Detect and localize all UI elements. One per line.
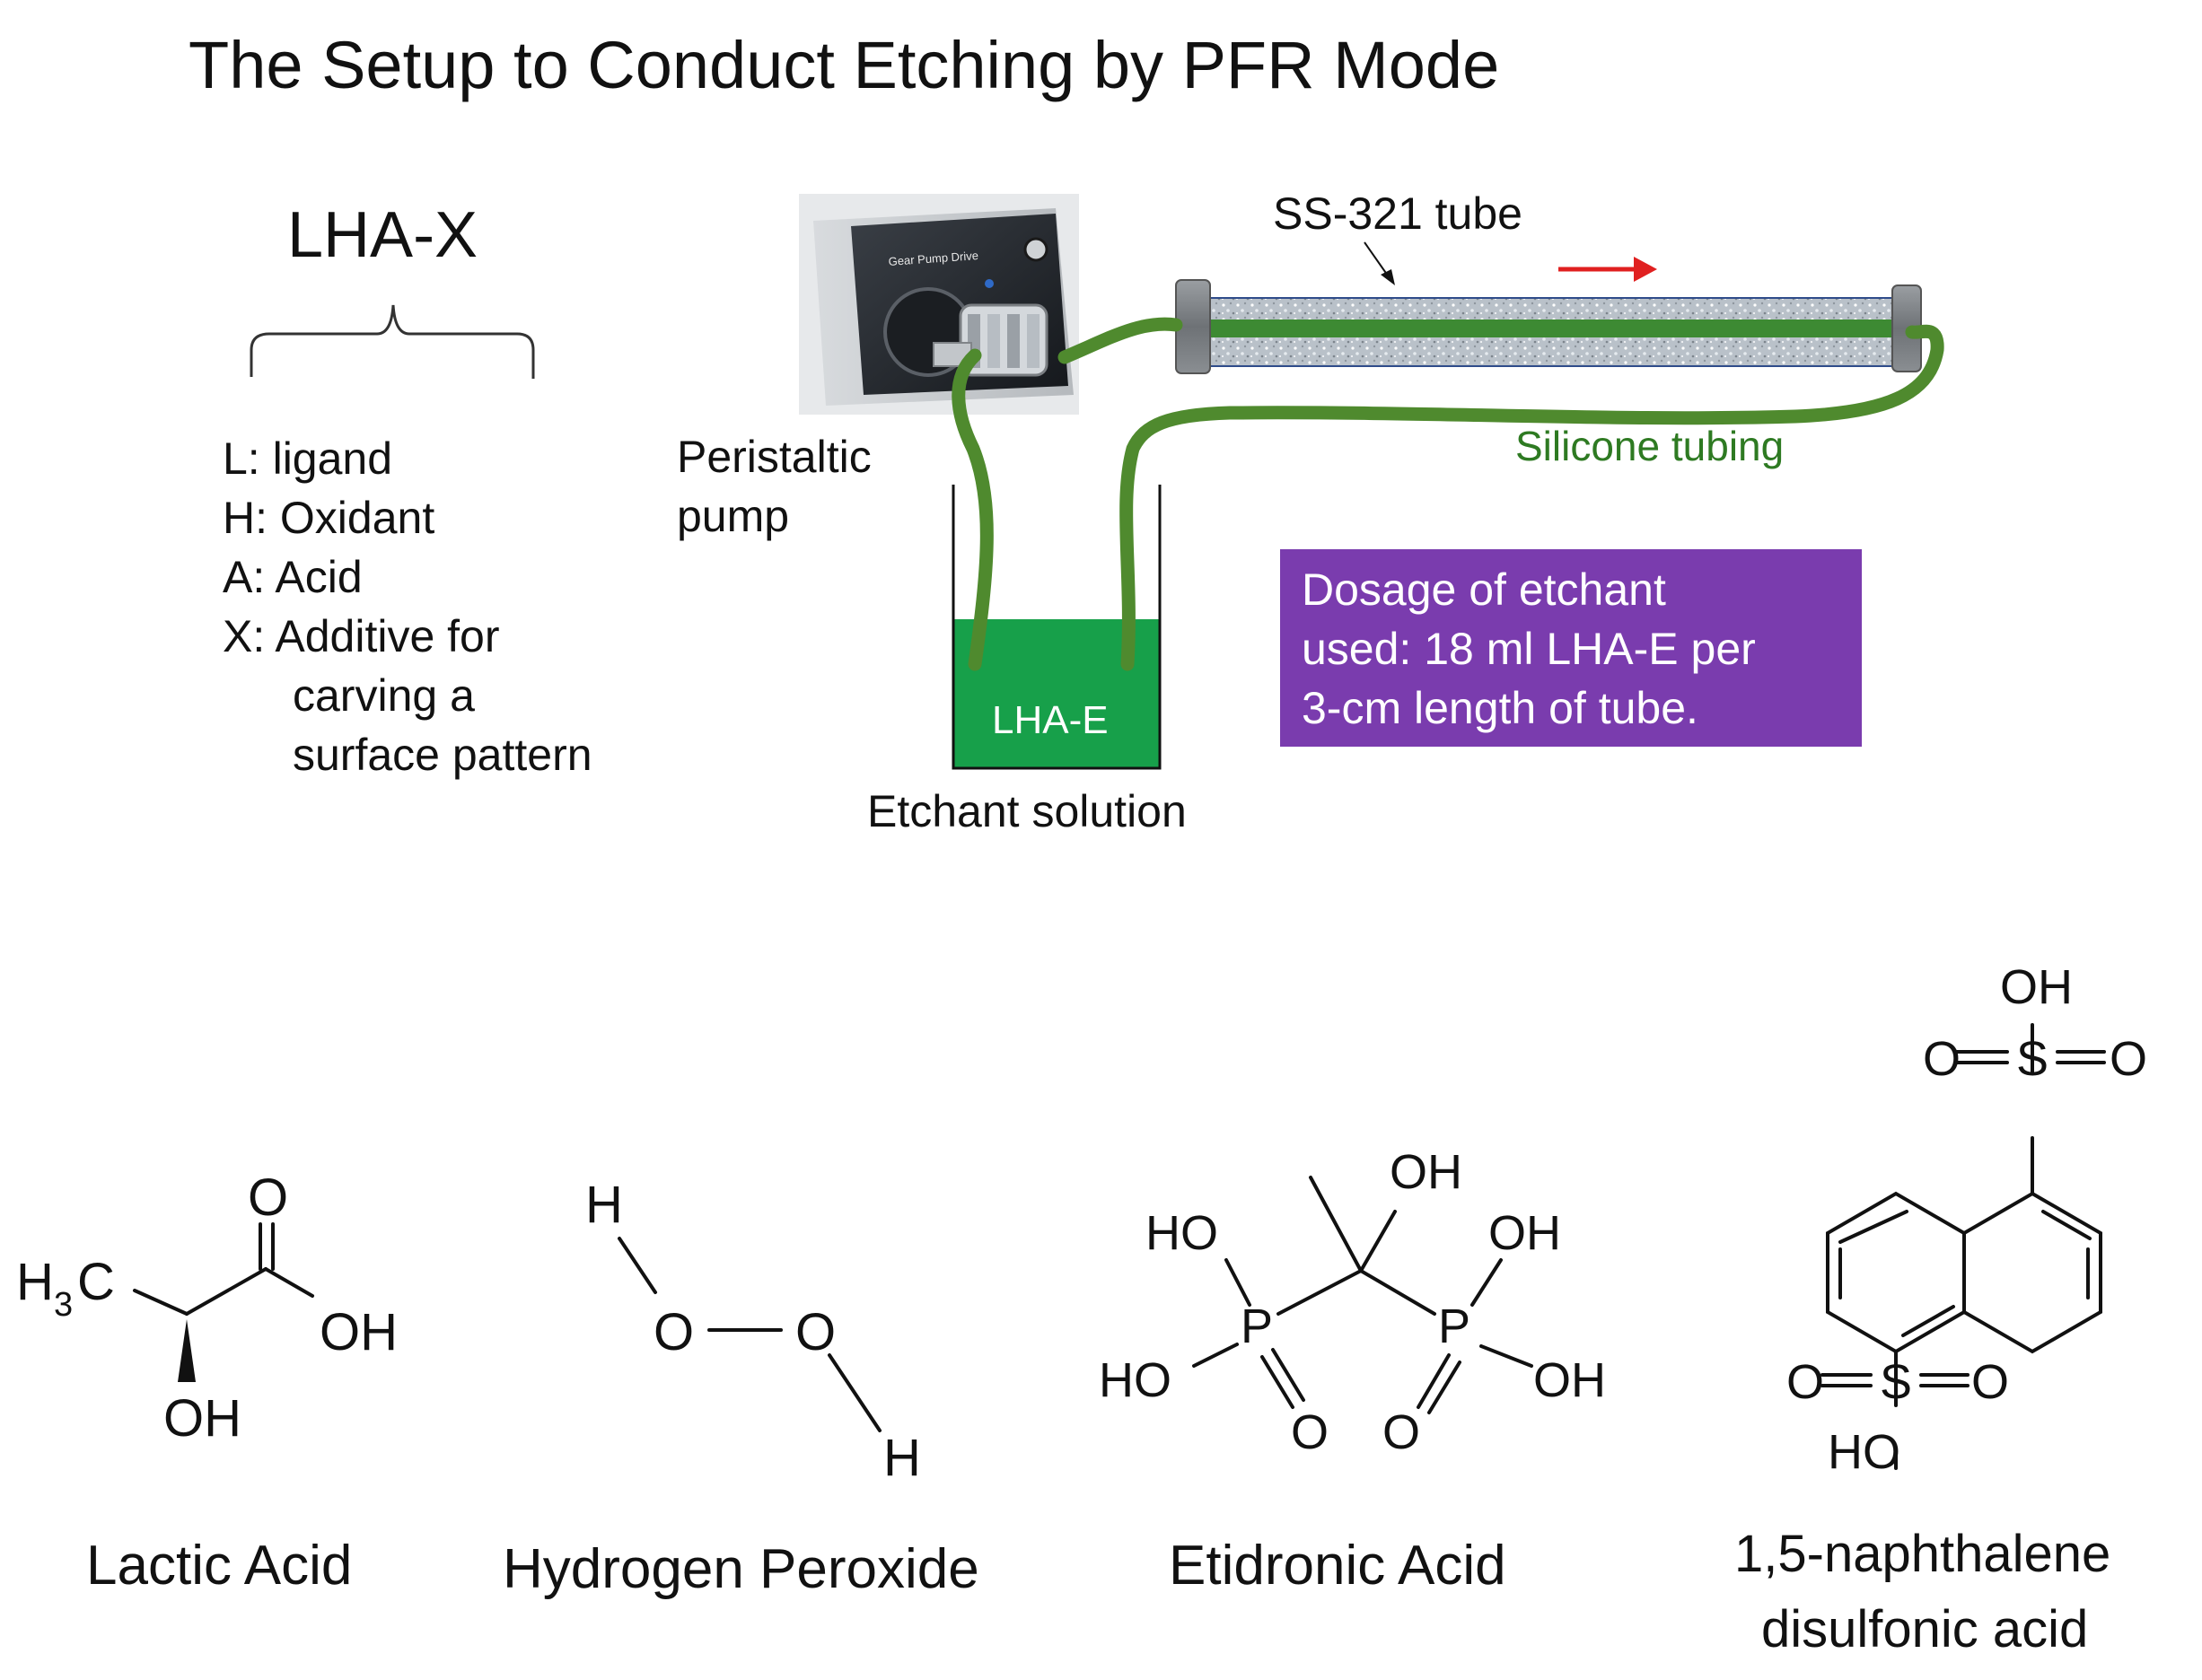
atom-label: O [1923, 1032, 1961, 1086]
formula-name: LHA-X [287, 199, 478, 271]
beaker-content-label: LHA-E [992, 698, 1109, 742]
atom-label: OH [1488, 1206, 1561, 1260]
legend-line: X: Additive for [223, 611, 500, 661]
page-title: The Setup to Conduct Etching by PFR Mode [189, 28, 1500, 102]
legend-line: H: Oxidant [223, 493, 435, 543]
atom-label: O [248, 1168, 288, 1227]
atom-label: OH [2000, 960, 2073, 1014]
atom-label: O [2110, 1032, 2147, 1086]
legend-line: L: ligand [223, 433, 393, 484]
atom-label: S [2016, 1032, 2048, 1086]
naphthalene-bonds [1820, 1023, 2106, 1470]
atom-label: HO [1145, 1206, 1218, 1260]
lactic-acid-bonds [133, 1222, 314, 1382]
atom-label: O [1291, 1405, 1329, 1459]
flow-arrow [1558, 257, 1657, 282]
tube-label-pointer [1364, 241, 1395, 285]
atom-label: O [654, 1303, 694, 1361]
tubing-label: Silicone tubing [1515, 423, 1785, 469]
atom-label: 3 [54, 1286, 73, 1324]
atom-label: C [77, 1253, 115, 1311]
atom-label: O [795, 1303, 836, 1361]
atom-label: H [883, 1429, 921, 1487]
formula-brace [250, 304, 535, 379]
atom-label: OH [1390, 1145, 1462, 1199]
chemical-name: disulfonic acid [1761, 1600, 2089, 1658]
atom-label: H [585, 1176, 623, 1234]
legend-line: carving a [293, 670, 475, 721]
formula-legend: L: ligand H: Oxidant A: Acid X: Additive… [223, 429, 592, 784]
legend-line: surface pattern [293, 730, 592, 780]
pump-panel-label: Gear Pump Drive [888, 249, 978, 268]
pump-label: Peristaltic pump [677, 432, 872, 541]
silicone-tubing [952, 317, 1944, 671]
tube-label: SS-321 tube [1273, 188, 1522, 239]
atom-label: OH [1533, 1353, 1606, 1407]
atom-label: HO [1828, 1425, 1900, 1479]
pump-knob [1023, 237, 1048, 262]
beaker-label: Etchant solution [867, 786, 1187, 836]
chemical-name: 1,5-naphthalene [1734, 1525, 2111, 1583]
atom-label: OH [163, 1389, 241, 1448]
atom-label: P [1241, 1299, 1273, 1353]
chemical-name: Etidronic Acid [1169, 1535, 1506, 1597]
atom-label: S [1880, 1355, 1912, 1409]
pump-image: Gear Pump Drive [799, 194, 1079, 415]
atom-label: O [1786, 1355, 1824, 1409]
dosage-note: Dosage of etchant used: 18 ml LHA-E per … [1280, 549, 1862, 747]
ss-321-tube [1175, 279, 1922, 374]
hydrogen-peroxide-bonds [618, 1237, 882, 1432]
legend-line: A: Acid [223, 552, 363, 602]
atom-label: HO [1099, 1353, 1171, 1407]
etidronic-acid-bonds [1192, 1176, 1533, 1414]
atom-label: H [16, 1253, 54, 1311]
atom-label: O [1382, 1405, 1420, 1459]
chemical-name: Lactic Acid [86, 1535, 353, 1597]
atom-label: OH [320, 1303, 398, 1361]
atom-label: O [1971, 1355, 2009, 1409]
atom-label: P [1438, 1299, 1470, 1353]
chemical-name: Hydrogen Peroxide [503, 1538, 979, 1600]
svg-text:Gear Pump Drive: Gear Pump Drive [888, 249, 978, 268]
